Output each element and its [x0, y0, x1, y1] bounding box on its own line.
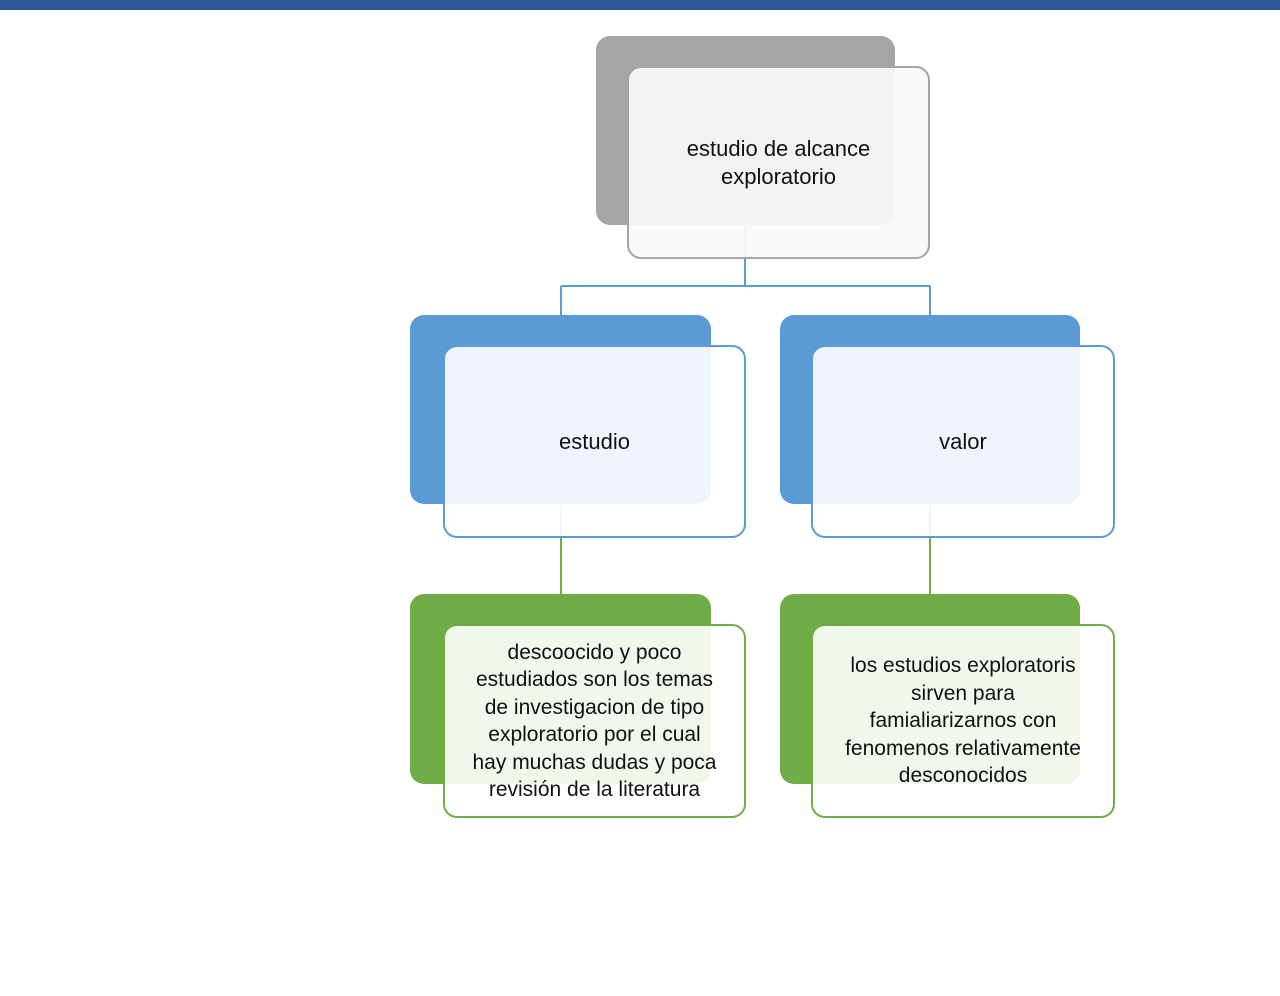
branch-node-estudio-label: estudio — [559, 428, 630, 454]
leaf-node-estudio-box: descoocido y poco estudiados son los tem… — [443, 624, 746, 818]
root-node-label: estudio de alcance exploratorio — [686, 135, 871, 189]
branch-node-estudio-box: estudio — [443, 345, 746, 538]
branch-node-valor-label: valor — [939, 428, 987, 454]
root-node-box: estudio de alcance exploratorio — [627, 66, 930, 259]
branch-node-valor-box: valor — [811, 345, 1115, 538]
leaf-node-estudio-label: descoocido y poco estudiados son los tem… — [472, 640, 717, 802]
top-bar — [0, 0, 1280, 10]
leaf-node-valor-box: los estudios exploratoris sirven para fa… — [811, 624, 1115, 818]
leaf-node-valor-label: los estudios exploratoris sirven para fa… — [845, 654, 1081, 788]
